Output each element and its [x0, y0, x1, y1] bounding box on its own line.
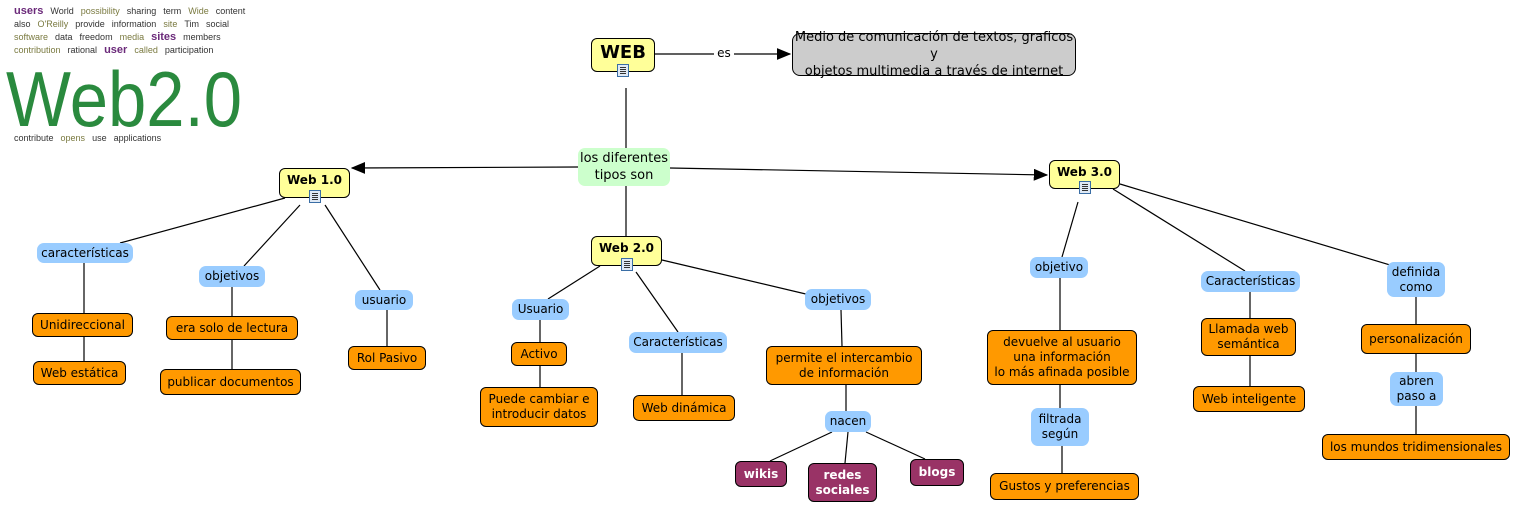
line-connector	[324, 204, 381, 291]
word-cloud-word: sites	[151, 31, 176, 43]
linking-phrase-filt[interactable]: filtrada según	[1031, 408, 1089, 446]
word-cloud-word: sharing	[127, 6, 157, 16]
line-connector	[769, 431, 833, 462]
word-cloud-word: use	[92, 133, 107, 143]
concept-node-rol[interactable]: Rol Pasivo	[348, 346, 426, 370]
concept-node-web[interactable]: WEB	[591, 38, 655, 72]
word-cloud-word: site	[163, 19, 177, 29]
linking-phrase-obj1[interactable]: objetivos	[199, 266, 265, 287]
concept-node-pued[interactable]: Puede cambiar e introducir datos	[480, 387, 598, 427]
word-cloud-word: also	[14, 19, 31, 29]
word-cloud-word: members	[183, 32, 221, 42]
linking-phrase-usu1[interactable]: usuario	[355, 290, 413, 310]
linking-phrase-car3[interactable]: Características	[1201, 271, 1300, 292]
word-cloud-word: information	[112, 19, 157, 29]
linking-phrase-nac[interactable]: nacen	[825, 411, 871, 432]
document-resource-icon	[617, 64, 629, 77]
linking-phrase-obj3[interactable]: objetivo	[1030, 257, 1088, 278]
word-cloud-word: called	[134, 45, 158, 55]
linking-phrase-abren[interactable]: abren paso a	[1390, 372, 1443, 406]
word-cloud-word: possibility	[81, 6, 121, 16]
web20-title-text: Web2.0	[6, 55, 242, 143]
word-cloud-word: O'Reilly	[38, 19, 69, 29]
document-resource-icon	[1078, 181, 1091, 194]
linking-phrase-es[interactable]: es	[714, 45, 734, 61]
word-cloud-word: applications	[114, 133, 162, 143]
word-cloud-word: rational	[68, 45, 98, 55]
concept-node-medio[interactable]: Medio de comunicación de textos, grafico…	[792, 30, 1076, 79]
concept-node-pers[interactable]: personalización	[1361, 324, 1471, 354]
concept-node-publ[interactable]: publicar documentos	[160, 369, 301, 395]
word-cloud-word: contribution	[14, 45, 61, 55]
word-cloud-word: media	[120, 32, 145, 42]
document-resource-icon	[308, 190, 321, 203]
concept-node-dev[interactable]: devuelve al usuario una información lo m…	[987, 330, 1137, 385]
linking-phrase-obj2[interactable]: objetivos	[805, 289, 871, 310]
concept-node-blogs[interactable]: blogs	[910, 459, 964, 486]
concept-node-wiki[interactable]: wikis	[735, 461, 787, 487]
word-cloud-word: content	[216, 6, 246, 16]
line-connector	[635, 271, 679, 333]
word-cloud-word: contribute	[14, 133, 54, 143]
line-connector	[119, 197, 286, 244]
word-cloud-word: Wide	[188, 6, 209, 16]
linking-phrase-car2[interactable]: Características	[629, 332, 727, 353]
concept-node-west[interactable]: Web estática	[33, 361, 126, 385]
line-connector	[1112, 188, 1246, 272]
word-cloud-word: software	[14, 32, 48, 42]
word-cloud-word: term	[163, 6, 181, 16]
line-connector	[1061, 201, 1079, 258]
line-connector	[840, 309, 843, 347]
word-cloud-word: social	[206, 19, 229, 29]
line-connector	[844, 431, 849, 464]
document-resource-icon	[620, 258, 633, 271]
word-cloud-word: Tim	[184, 19, 199, 29]
word-cloud-word: user	[104, 44, 128, 56]
concept-node-wint[interactable]: Web inteligente	[1193, 386, 1305, 412]
concept-node-gust[interactable]: Gustos y preferencias	[990, 473, 1139, 500]
concept-node-act[interactable]: Activo	[511, 342, 567, 366]
web20-word-cloud-image: Web2.0 users World possibility sharing term Wi…	[6, 5, 246, 143]
word-cloud-word: participation	[165, 45, 214, 55]
arrow-connector	[350, 161, 579, 174]
line-connector	[865, 431, 926, 460]
word-cloud-word: freedom	[80, 32, 113, 42]
linking-phrase-usu2[interactable]: Usuario	[512, 299, 569, 320]
line-connector	[661, 259, 811, 296]
line-connector	[243, 204, 301, 267]
concept-node-wdin[interactable]: Web dinámica	[633, 395, 735, 421]
concept-node-mund[interactable]: los mundos tridimensionales	[1322, 434, 1510, 460]
concept-node-llam[interactable]: Llamada web semántica	[1201, 318, 1296, 356]
concept-node-redes[interactable]: redes sociales	[808, 463, 877, 502]
word-cloud-word: World	[50, 6, 73, 16]
word-cloud-word: data	[55, 32, 73, 42]
concept-node-perm[interactable]: permite el intercambio de información	[766, 346, 922, 385]
linking-phrase-tipos[interactable]: los diferentes tipos son	[578, 148, 670, 186]
linking-phrase-def[interactable]: definida como	[1387, 262, 1445, 297]
arrow-connector	[669, 167, 1049, 181]
line-connector	[547, 265, 601, 300]
concept-node-lect[interactable]: era solo de lectura	[166, 316, 298, 340]
word-cloud-word: users	[14, 5, 43, 17]
line-connector	[1119, 183, 1401, 269]
concept-node-unid[interactable]: Unidireccional	[32, 313, 133, 337]
linking-phrase-car1[interactable]: características	[37, 243, 133, 263]
word-cloud-word: opens	[61, 133, 86, 143]
word-cloud-word: provide	[75, 19, 105, 29]
